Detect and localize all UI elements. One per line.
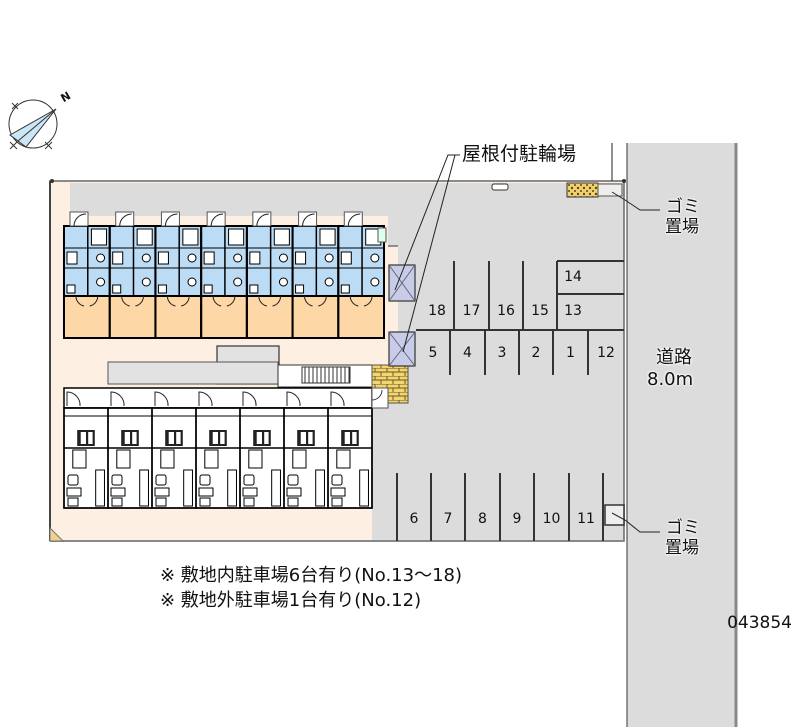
lower-unit	[63, 391, 109, 509]
parking-stalls	[396, 260, 624, 541]
upper-unit	[200, 211, 248, 339]
parking-stall-10: 10	[542, 511, 561, 527]
upper-building	[63, 211, 388, 339]
parking-stall-17: 17	[462, 303, 481, 319]
lower-building	[63, 387, 373, 509]
parking-stall-16: 16	[497, 303, 515, 319]
parking-stall-8: 8	[478, 511, 487, 527]
svg-text:N: N	[59, 89, 73, 105]
parking-lot	[70, 183, 624, 541]
parking-stall-6: 6	[409, 511, 419, 527]
parking-stall-3: 3	[497, 345, 507, 361]
upper-unit	[337, 211, 385, 339]
garbage-area-bottom-label-2: 置場	[665, 538, 699, 558]
parking-stall-5: 5	[428, 345, 438, 361]
parking-stall-1: 1	[566, 345, 575, 361]
lower-unit	[327, 391, 373, 509]
parking-stall-14: 14	[564, 269, 582, 285]
road-width-label: 8.0m	[647, 369, 694, 390]
lower-unit	[151, 391, 197, 509]
parking-stall-7: 7	[443, 511, 453, 527]
parking-stall-13: 13	[564, 303, 582, 319]
parking-stall-12: 12	[597, 345, 615, 361]
garbage-area-top-label-1: ゴミ	[666, 197, 700, 217]
property-code: 043854	[727, 613, 792, 633]
parking-stall-15: 15	[531, 303, 549, 319]
parking-stall-2: 2	[531, 345, 541, 361]
road-label: 道路	[656, 347, 692, 368]
parking-stall-9: 9	[512, 511, 522, 527]
garbage-area-top-label-2: 置場	[665, 217, 699, 237]
parking-stall-11: 11	[577, 511, 595, 527]
parking-note-onsite: ※ 敷地内駐車場6台有り(No.13～18)	[160, 565, 462, 586]
parking-stall-18: 18	[428, 303, 446, 319]
lower-unit	[283, 391, 329, 509]
parking-note-offsite: ※ 敷地外駐車場1台有り(No.12)	[160, 590, 422, 611]
upper-unit	[63, 211, 111, 339]
road	[627, 143, 735, 727]
garbage-area-bottom-label-1: ゴミ	[666, 518, 700, 538]
north-arrow-icon: N	[8, 89, 73, 150]
parking-stall-4: 4	[463, 345, 472, 361]
bicycle-parking-label: 屋根付駐輪場	[462, 143, 577, 165]
lower-unit	[195, 391, 241, 509]
upper-unit	[108, 211, 157, 339]
